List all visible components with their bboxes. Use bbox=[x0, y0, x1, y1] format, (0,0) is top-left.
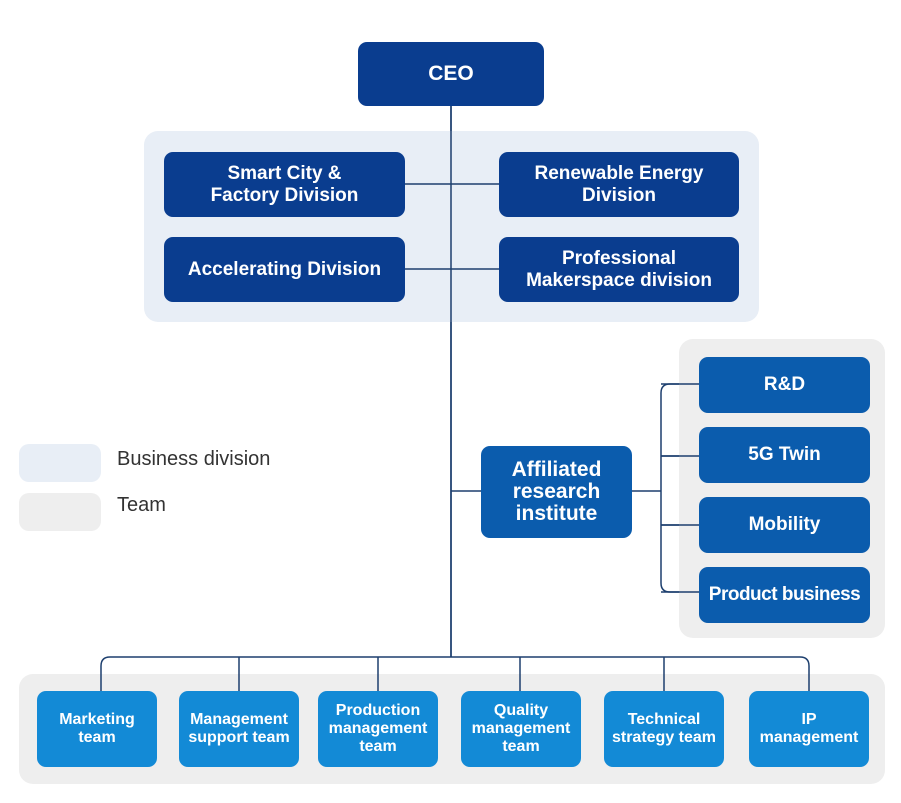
teams-panel bbox=[19, 674, 885, 784]
division-professional-makerspace[interactable]: Professional Makerspace division bbox=[499, 237, 739, 302]
team-label-line1: Technical bbox=[627, 711, 701, 729]
division-label-line2: Factory Division bbox=[210, 184, 359, 206]
division-label-line1: Professional bbox=[561, 248, 677, 270]
legend-swatch-team bbox=[19, 493, 101, 531]
team-label-line2: strategy team bbox=[611, 729, 717, 746]
team-label-line1: Quality bbox=[493, 702, 549, 720]
legend-swatch-business-division bbox=[19, 444, 101, 482]
unit-mobility[interactable]: Mobility bbox=[699, 497, 870, 553]
division-label-line2: Makerspace division bbox=[526, 269, 712, 291]
team-label-line3: team bbox=[359, 737, 397, 755]
unit-label: Mobility bbox=[748, 514, 821, 536]
ceo-box[interactable]: CEO bbox=[358, 42, 544, 106]
division-label-line2: Division bbox=[582, 184, 656, 206]
team-label-line1: Production bbox=[335, 702, 421, 720]
division-label-line1: Smart City & bbox=[227, 163, 342, 185]
affiliated-research-institute-box[interactable]: Affiliated research institute bbox=[481, 446, 632, 538]
institute-label-line3: institute bbox=[515, 502, 598, 526]
unit-label: R&D bbox=[763, 374, 806, 396]
team-label-line2: management bbox=[759, 729, 859, 746]
unit-5g-twin[interactable]: 5G Twin bbox=[699, 427, 870, 483]
team-label-line2: management bbox=[471, 720, 571, 738]
team-label-line2: team bbox=[78, 729, 116, 746]
team-management-support[interactable]: Management support team bbox=[179, 691, 299, 767]
team-bus-line bbox=[100, 656, 810, 691]
team-label-line3: team bbox=[502, 737, 540, 755]
unit-product-business[interactable]: Product business bbox=[699, 567, 870, 623]
team-label-line1: Management bbox=[190, 711, 288, 729]
team-label-line2: support team bbox=[188, 729, 290, 746]
team-production-management[interactable]: Production management team bbox=[318, 691, 438, 767]
institute-label-line1: Affiliated bbox=[511, 457, 602, 481]
legend-label-business-division: Business division bbox=[117, 448, 271, 470]
division-accelerating[interactable]: Accelerating Division bbox=[164, 237, 405, 302]
team-label-line2: management bbox=[328, 720, 428, 738]
division-label-line1: Renewable Energy bbox=[534, 163, 704, 185]
unit-rnd[interactable]: R&D bbox=[699, 357, 870, 413]
legend-label-team: Team bbox=[117, 494, 166, 516]
unit-label: 5G Twin bbox=[748, 444, 821, 466]
unit-label: Product business bbox=[708, 584, 861, 606]
team-marketing[interactable]: Marketing team bbox=[37, 691, 157, 767]
division-label-line1: Accelerating Division bbox=[187, 258, 382, 280]
team-quality-management[interactable]: Quality management team bbox=[461, 691, 581, 767]
team-label-line1: IP bbox=[801, 711, 817, 729]
team-technical-strategy[interactable]: Technical strategy team bbox=[604, 691, 724, 767]
institute-label-line2: research bbox=[512, 479, 601, 503]
division-renewable-energy[interactable]: Renewable Energy Division bbox=[499, 152, 739, 217]
ceo-label: CEO bbox=[428, 62, 474, 86]
team-label-line1: Marketing bbox=[59, 711, 135, 729]
team-ip-management[interactable]: IP management bbox=[749, 691, 869, 767]
division-smart-city-factory[interactable]: Smart City & Factory Division bbox=[164, 152, 405, 217]
